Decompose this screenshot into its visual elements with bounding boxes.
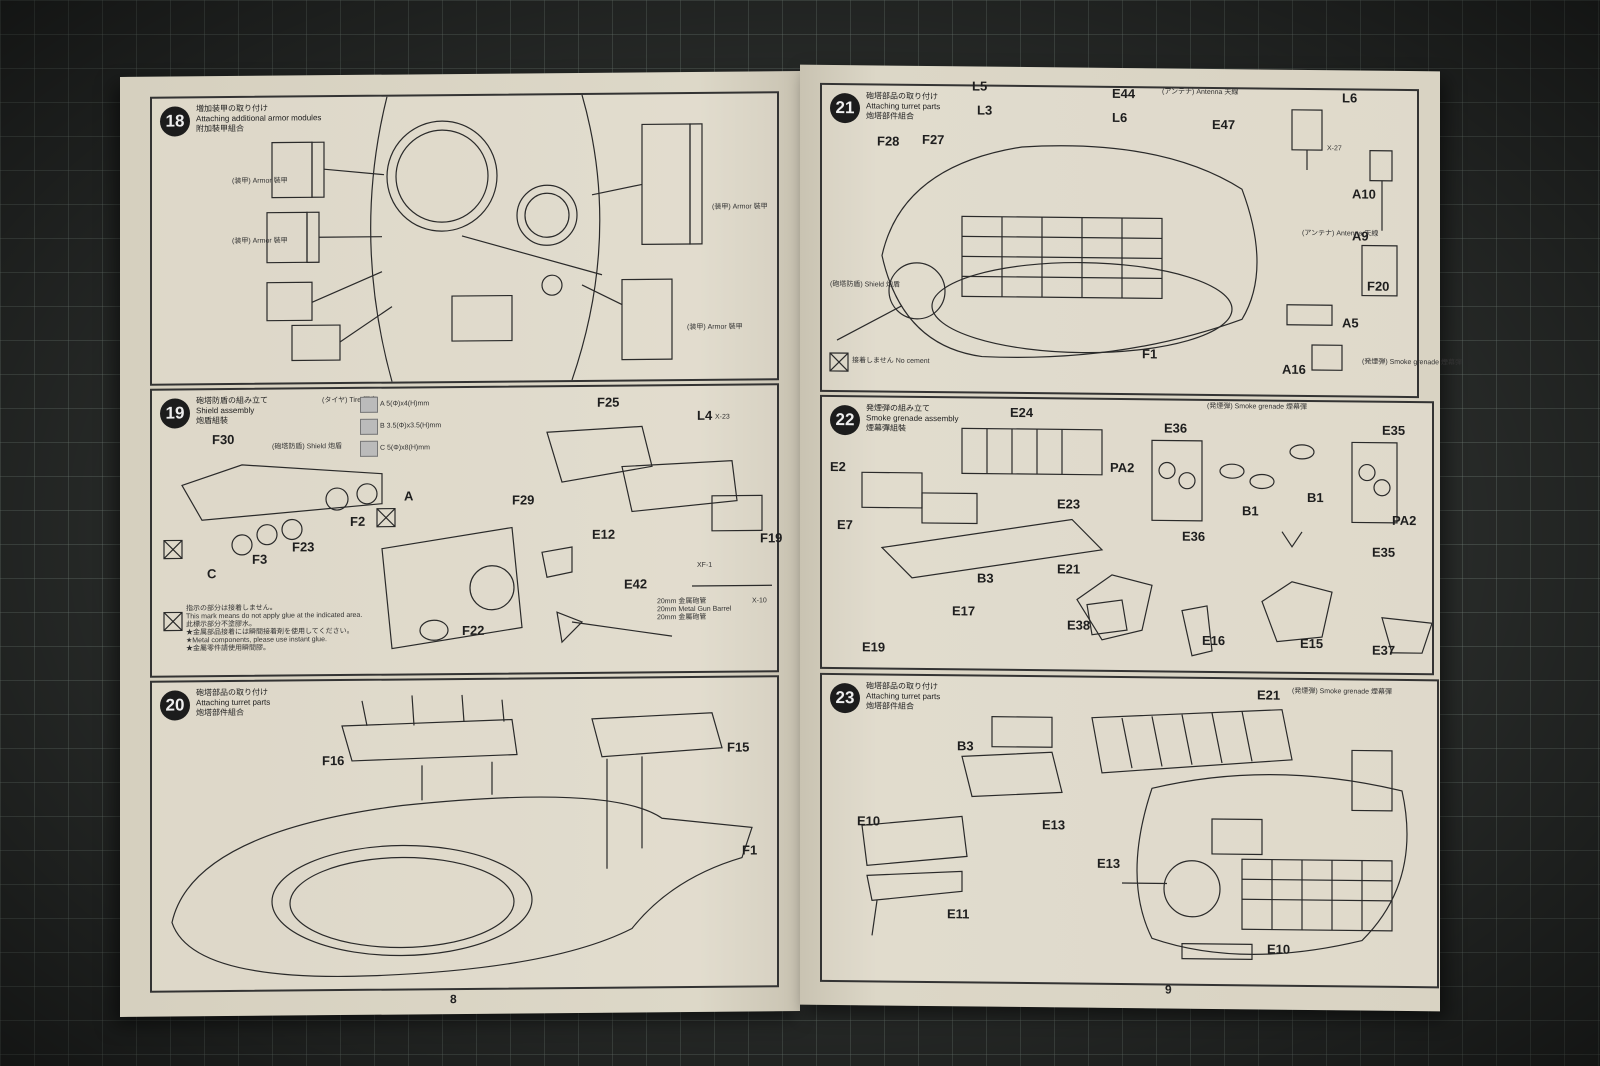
armor-callout: (装甲) Armor 裝甲 [232,177,288,185]
antenna-label: (アンテナ) Antenna 天線 [1302,229,1379,238]
part-label-e37: E37 [1372,642,1396,658]
part-label-e16: E16 [1202,632,1226,649]
part-label-e23: E23 [1057,496,1081,512]
part-label-pa2: PA2 [1110,459,1135,476]
part-label-e47: E47 [1212,116,1236,133]
step-18-panel: 18 増加装甲の取り付け Attaching additional armor … [150,91,779,386]
part-label-e13: E13 [1097,855,1121,872]
part-label-a: A [404,488,414,504]
step-20-panel: 20 砲塔部品の取り付け Attaching turret parts 炮塔部件… [150,675,779,993]
no-cement-note: 接着しません No cement [852,357,930,366]
part-label-f2: F2 [350,513,366,529]
part-label-e11: E11 [947,906,970,922]
part-label-a5: A5 [1342,315,1359,331]
left-page: 18 増加装甲の取り付け Attaching additional armor … [120,71,800,1017]
part-label-e35: E35 [1382,422,1406,438]
part-label-e15: E15 [1300,635,1324,652]
part-label-e10: E10 [857,813,881,829]
step-23-panel: 23 砲塔部品の取り付け Attaching turret parts 炮塔部件… [820,672,1439,989]
turret-final-drawing [861,709,1408,960]
smoke-grenade-drawing [861,427,1432,657]
part-label-f16: F16 [322,753,345,769]
paint-code-x27: X-27 [1327,145,1342,153]
part-label-e17: E17 [952,603,976,619]
part-label-e19: E19 [862,639,886,655]
part-label-pa2: PA2 [1392,512,1417,529]
part-label-e24: E24 [1010,404,1034,421]
step-21-panel: 21 砲塔部品の取り付け Attaching turret parts 炮塔部件… [820,78,1462,399]
step-19-panel: 19 砲塔防盾の組み立て Shield assembly 炮盾組裝 (タイヤ) … [150,383,783,678]
page-number: 9 [1165,982,1172,997]
part-label-f15: F15 [727,739,750,755]
paint-code-x10: X-10 [752,597,767,605]
part-label-f22: F22 [462,622,485,638]
shield-label: (砲塔防盾) Shield 炮盾 [830,280,901,289]
step-22-panel: 22 発煙弾の組み立て Smoke grenade assembly 煙幕彈組裝… [820,394,1434,676]
turret-assembly-drawing [829,109,1398,372]
right-page: 21 砲塔部品の取り付け Attaching turret parts 炮塔部件… [800,64,1462,1012]
part-label-l6: L6 [1112,109,1128,126]
part-label-l3: L3 [977,102,993,118]
part-label-e7: E7 [837,517,853,533]
armor-modules-drawing [266,94,703,382]
part-label-e38: E38 [1067,617,1091,633]
smoke-grenade-label: (発煙弾) Smoke grenade 煙幕彈 [1362,358,1462,367]
page-number: 8 [450,992,457,1007]
part-label-c: C [207,566,217,582]
part-label-b1: B1 [1307,489,1324,506]
part-label-a16: A16 [1282,361,1306,377]
metal-barrel-note: 20mm 金属砲管 20mm Metal Gun Barrel 20mm 金屬砲… [657,597,732,622]
shield-assembly-drawing [163,425,772,650]
armor-callout: (装甲) Armor 裝甲 [687,323,743,332]
part-label-f20: F20 [1367,278,1390,294]
part-label-f27: F27 [922,131,945,148]
no-glue-note: 指示の部分は接着しません。 This mark means do not app… [186,604,363,653]
armor-callout: (装甲) Armor 裝甲 [232,237,288,245]
part-label-f25: F25 [597,394,620,410]
paint-code-xf1: XF-1 [697,561,713,569]
part-label-b3: B3 [957,738,974,754]
part-label-e44: E44 [1112,85,1136,102]
part-label-f1: F1 [1142,346,1158,362]
part-label-e36: E36 [1182,528,1206,544]
part-label-f30: F30 [212,431,235,448]
instruction-booklet: 18 増加装甲の取り付け Attaching additional armor … [115,64,1462,1017]
turret-parts-drawing [171,694,753,977]
part-label-e21: E21 [1057,561,1081,577]
part-label-f3: F3 [252,551,268,567]
part-label-l6-right: L6 [1342,90,1358,106]
part-label-e12: E12 [592,526,616,542]
part-label-e10: E10 [1267,941,1291,957]
part-label-l4: L4 [697,407,713,423]
armor-callout: (装甲) Armor 裝甲 [712,203,768,211]
part-label-e13: E13 [1042,817,1066,833]
part-label-e35: E35 [1372,544,1396,560]
antenna-label: (アンテナ) Antenna 天線 [1162,88,1239,97]
smoke-grenade-label: (発煙弾) Smoke grenade 煙幕彈 [1292,687,1392,696]
part-label-e2: E2 [830,458,846,475]
part-label-e21: E21 [1257,687,1281,703]
part-label-f29: F29 [512,492,535,508]
part-label-f23: F23 [292,539,315,555]
part-label-b1: B1 [1242,503,1259,519]
part-label-f1: F1 [742,842,758,858]
part-label-e36: E36 [1164,420,1188,436]
part-label-e42: E42 [624,576,648,592]
part-label-f28: F28 [877,133,900,149]
part-label-f19: F19 [760,530,783,546]
part-label-l5: L5 [972,78,988,94]
paint-code-x23: X-23 [715,413,730,421]
smoke-grenade-label: (発煙弾) Smoke grenade 煙幕彈 [1207,402,1307,411]
part-label-b3: B3 [977,570,994,586]
part-label-a10: A10 [1352,186,1376,202]
